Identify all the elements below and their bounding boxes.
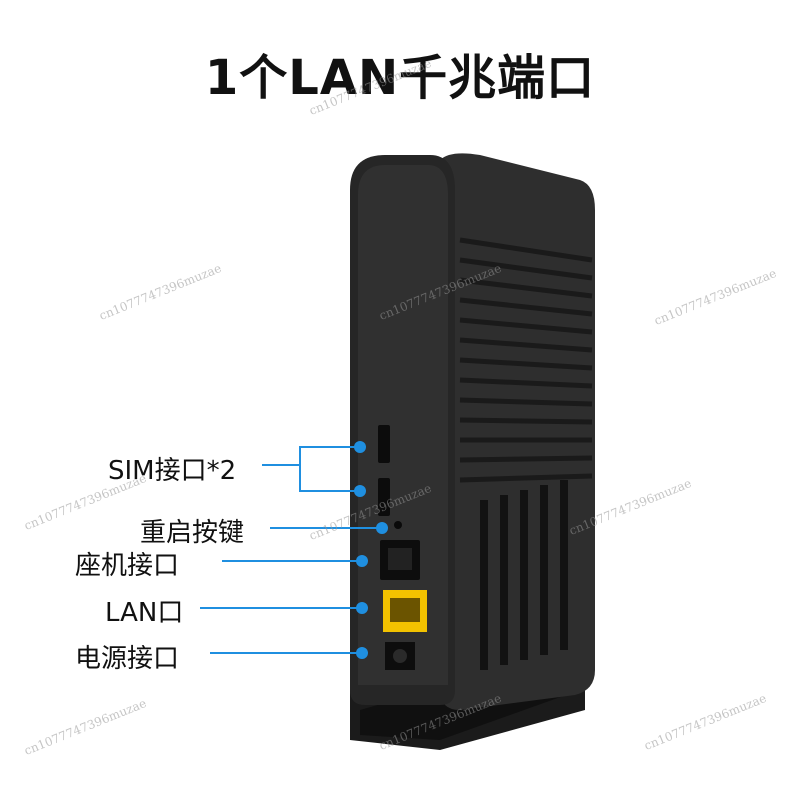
product-title: 1个LAN千兆端口 <box>204 50 596 106</box>
power-dot <box>356 647 368 659</box>
sim1-dot <box>354 441 366 453</box>
phone-dot <box>356 555 368 567</box>
label-phone: 座机接口 <box>75 551 180 581</box>
reset-dot <box>376 522 388 534</box>
label-lan: LAN口 <box>105 598 184 628</box>
label-power: 电源接口 <box>75 644 180 674</box>
label-reset: 重启按键 <box>140 518 245 548</box>
sim2-dot <box>354 485 366 497</box>
router-device-illustration <box>350 153 595 750</box>
lan-dot <box>356 602 368 614</box>
label-sim: SIM接口*2 <box>108 456 237 486</box>
